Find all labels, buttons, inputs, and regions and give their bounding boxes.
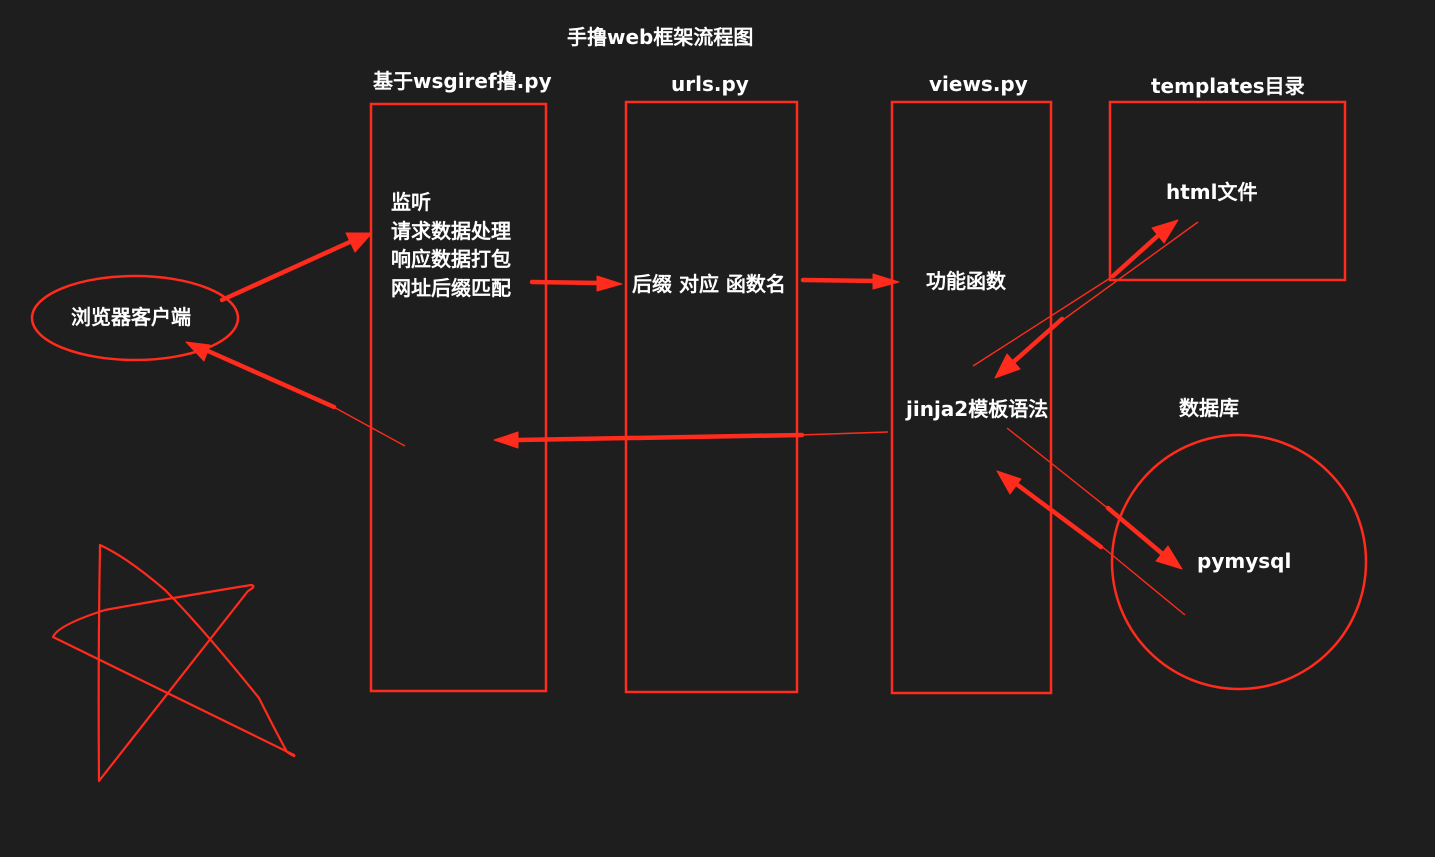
browser-client-node — [30, 274, 240, 362]
arrow-urls-to-views — [800, 273, 900, 290]
views-box — [890, 100, 1053, 695]
wsgiref-line-request: 请求数据处理 — [391, 219, 511, 243]
wsgiref-header: 基于wsgiref撸.py — [373, 69, 552, 93]
star-doodle-icon — [51, 543, 296, 783]
arrow-views-to-database — [1006, 427, 1183, 570]
templates-box — [1108, 100, 1347, 282]
urls-box — [624, 100, 799, 694]
templates-html-label: html文件 — [1166, 180, 1258, 204]
database-header: 数据库 — [1179, 396, 1239, 420]
views-jinja2-label: jinja2模板语法 — [905, 397, 1048, 421]
arrow-database-to-views — [996, 470, 1186, 616]
wsgiref-line-route: 网址后缀匹配 — [391, 276, 511, 300]
arrow-templates-to-views — [994, 221, 1199, 379]
wsgiref-box — [369, 102, 548, 693]
templates-header: templates目录 — [1151, 74, 1305, 98]
views-function-label: 功能函数 — [926, 269, 1007, 293]
browser-client-label: 浏览器客户端 — [71, 305, 191, 329]
arrow-browser-to-wsgiref — [219, 232, 373, 303]
diagram-title: 手撸web框架流程图 — [567, 25, 753, 49]
arrow-wsgiref-to-urls — [529, 275, 623, 292]
urls-mapping-label: 后缀 对应 函数名 — [632, 272, 786, 296]
wsgiref-line-response: 响应数据打包 — [391, 247, 511, 271]
database-pymysql-label: pymysql — [1197, 549, 1291, 573]
arrow-wsgiref-to-browser-return — [185, 341, 406, 447]
database-circle — [1110, 433, 1368, 691]
urls-header: urls.py — [671, 72, 749, 96]
arrow-views-to-templates — [972, 219, 1179, 367]
arrow-views-to-wsgiref-return — [493, 431, 889, 449]
wsgiref-line-listen: 监听 — [391, 190, 431, 214]
views-header: views.py — [929, 72, 1028, 96]
